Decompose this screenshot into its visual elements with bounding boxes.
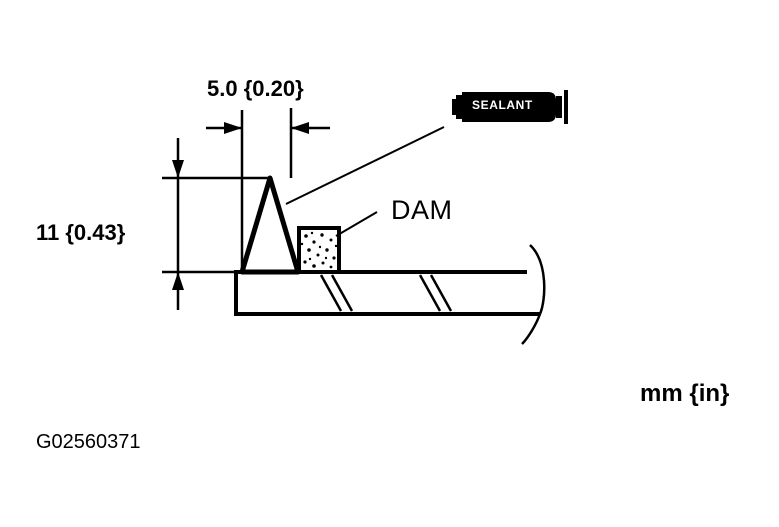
sealant-height-label: 11 {0.43} [36, 220, 126, 245]
figure-id: G02560371 [36, 431, 141, 453]
flange-section [234, 244, 546, 345]
units-label: mm {in} [640, 380, 730, 407]
section-hatch [319, 274, 453, 312]
sealant-tube-icon [452, 90, 568, 124]
sealant-bead [239, 175, 301, 275]
dam-block [297, 226, 341, 274]
width-dimension [206, 108, 330, 272]
height-dimension [162, 138, 270, 310]
dam-label: DAM [391, 195, 453, 225]
dam-width-label: 5.0 {0.20} [207, 76, 304, 101]
leader-lines [285, 126, 445, 237]
sealant-tube-label: SEALANT [472, 98, 533, 112]
